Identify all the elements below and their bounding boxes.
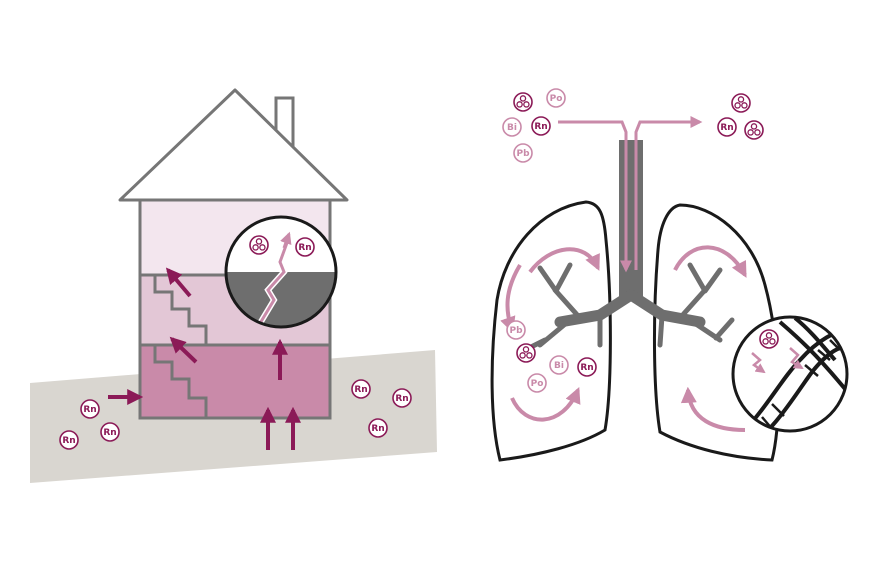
rn-label: Rn xyxy=(371,424,384,434)
radiation-trefoil-icon xyxy=(513,92,533,112)
circulation-arrow xyxy=(528,247,600,274)
pb-particle: Pb xyxy=(506,320,526,340)
po-particle: Po xyxy=(546,88,566,108)
rn-particle: Rn xyxy=(392,388,412,408)
bi-label: Bi xyxy=(507,123,517,133)
po-particle: Po xyxy=(527,373,547,393)
rn-particle: Rn xyxy=(80,399,100,419)
circulation-arrow xyxy=(673,245,747,278)
rn-label: Rn xyxy=(720,123,733,133)
trachea xyxy=(619,140,643,300)
po-label: Po xyxy=(531,379,544,389)
pb-label: Pb xyxy=(509,326,523,336)
exhale-arrow xyxy=(634,116,703,270)
rn-particle: Rn xyxy=(351,379,371,399)
radon-arrow xyxy=(169,336,198,364)
rn-label: Rn xyxy=(83,405,96,415)
rn-particle: Rn xyxy=(59,430,79,450)
house-scene xyxy=(30,88,437,483)
roof xyxy=(118,88,349,202)
rn-particle: Rn xyxy=(577,357,597,377)
po-label: Po xyxy=(550,94,563,104)
rn-label: Rn xyxy=(580,363,593,373)
rn-label: Rn xyxy=(534,122,547,132)
rn-particle: Rn xyxy=(531,116,551,136)
bi-particle: Bi xyxy=(549,355,569,375)
rn-label: Rn xyxy=(354,385,367,395)
rn-label: Rn xyxy=(62,436,75,446)
radiation-trefoil-icon xyxy=(516,343,536,363)
rn-particle: Rn xyxy=(717,117,737,137)
rn-particle: Rn xyxy=(368,418,388,438)
bi-particle: Bi xyxy=(502,117,522,137)
pb-label: Pb xyxy=(516,149,530,159)
radiation-trefoil-icon xyxy=(731,93,751,113)
lungs-scene xyxy=(490,116,849,462)
circulation-arrow xyxy=(510,387,581,422)
rn-label: Rn xyxy=(395,394,408,404)
bi-label: Bi xyxy=(554,361,564,371)
inhale-arrow xyxy=(558,120,632,273)
bronchial-tree xyxy=(522,262,735,353)
radiation-trefoil-icon xyxy=(744,120,764,140)
left-lung xyxy=(490,200,612,462)
stairs-lower xyxy=(140,343,208,418)
radon-arrow xyxy=(165,267,192,298)
stairs-upper xyxy=(140,273,208,345)
rn-particle: Rn xyxy=(100,422,120,442)
rn-label: Rn xyxy=(298,243,311,253)
house-outline xyxy=(138,198,332,420)
radiation-trefoil-icon xyxy=(249,235,269,255)
basement xyxy=(140,345,330,418)
rn-particle: Rn xyxy=(295,237,315,257)
radiation-trefoil-icon xyxy=(759,329,779,349)
pb-particle: Pb xyxy=(513,143,533,163)
circulation-arrow xyxy=(680,386,746,432)
rn-label: Rn xyxy=(103,428,116,438)
